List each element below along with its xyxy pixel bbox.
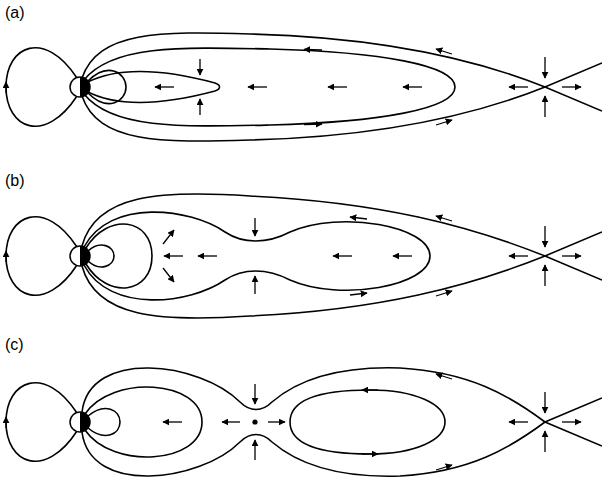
- flow-arrow: [254, 276, 255, 294]
- field-line: [86, 224, 152, 288]
- field-line: [85, 387, 202, 457]
- field-arrow: [362, 389, 378, 390]
- field-line: [6, 217, 77, 296]
- flow-arrow: [163, 268, 174, 282]
- flow-arrow: [509, 421, 528, 422]
- flow-arrow: [509, 255, 528, 256]
- earth: [70, 77, 90, 97]
- flow-arrow: [544, 265, 545, 286]
- field-line: [88, 409, 120, 436]
- flow-arrow: [562, 86, 581, 87]
- flow-arrow: [164, 255, 183, 256]
- flow-arrow: [268, 421, 285, 422]
- flow-arrow: [198, 255, 217, 256]
- plasmoid-loop: [290, 390, 445, 454]
- flow-arrow: [163, 230, 174, 244]
- flow-arrow: [199, 59, 200, 75]
- flow-arrow: [155, 86, 174, 87]
- field-line: [82, 33, 602, 111]
- flow-arrow: [163, 421, 182, 422]
- field-arrow: [350, 217, 367, 219]
- field-arrow: [362, 453, 378, 454]
- field-line: [82, 368, 602, 446]
- field-line: [6, 48, 77, 127]
- flow-arrow: [544, 57, 545, 78]
- field-arrow: [5, 251, 6, 262]
- field-line: [82, 194, 602, 280]
- field-line: [84, 48, 455, 126]
- flow-arrow: [403, 86, 422, 87]
- earth-night-side: [80, 412, 90, 432]
- flow-arrow: [222, 421, 240, 422]
- field-line: [82, 232, 602, 318]
- panel-label: (a): [4, 4, 26, 22]
- field-arrow: [436, 49, 452, 54]
- flow-arrow: [328, 86, 347, 87]
- field-arrow: [350, 293, 367, 295]
- flow-arrow: [544, 96, 545, 117]
- field-line: [86, 72, 220, 103]
- flow-arrow: [544, 392, 545, 413]
- flow-arrow: [333, 255, 352, 256]
- flow-arrow: [254, 384, 255, 404]
- flow-arrow: [393, 255, 412, 256]
- field-line: [88, 245, 114, 267]
- field-line: [82, 398, 602, 476]
- field-arrow: [436, 216, 452, 221]
- earth: [70, 412, 90, 432]
- panel-label: (c): [4, 336, 25, 354]
- panel-a-figure: [6, 33, 602, 141]
- field-arrow: [304, 49, 322, 51]
- earth-night-side: [80, 77, 90, 97]
- flow-arrow: [562, 421, 581, 422]
- field-arrow: [304, 123, 322, 125]
- flow-arrow: [544, 226, 545, 247]
- flow-arrow: [562, 255, 581, 256]
- field-line: [6, 383, 77, 462]
- neutral-point: [252, 419, 257, 424]
- flow-arrow: [544, 431, 545, 452]
- field-arrow: [436, 465, 452, 470]
- panel-b-figure: [6, 194, 602, 318]
- flow-arrow: [254, 440, 255, 460]
- panel-c-figure: [6, 368, 602, 476]
- field-arrow: [5, 417, 6, 428]
- flow-arrow: [509, 86, 528, 87]
- earth: [70, 246, 90, 266]
- field-arrow: [5, 82, 6, 93]
- field-arrow: [436, 374, 452, 379]
- panel-label: (b): [4, 172, 26, 190]
- flow-arrow: [199, 99, 200, 115]
- field-arrow: [436, 120, 452, 125]
- flow-arrow: [254, 218, 255, 236]
- field-line: [84, 212, 430, 300]
- earth-night-side: [80, 246, 90, 266]
- flow-arrow: [248, 86, 267, 87]
- field-line: [82, 63, 602, 141]
- field-arrow: [436, 291, 452, 296]
